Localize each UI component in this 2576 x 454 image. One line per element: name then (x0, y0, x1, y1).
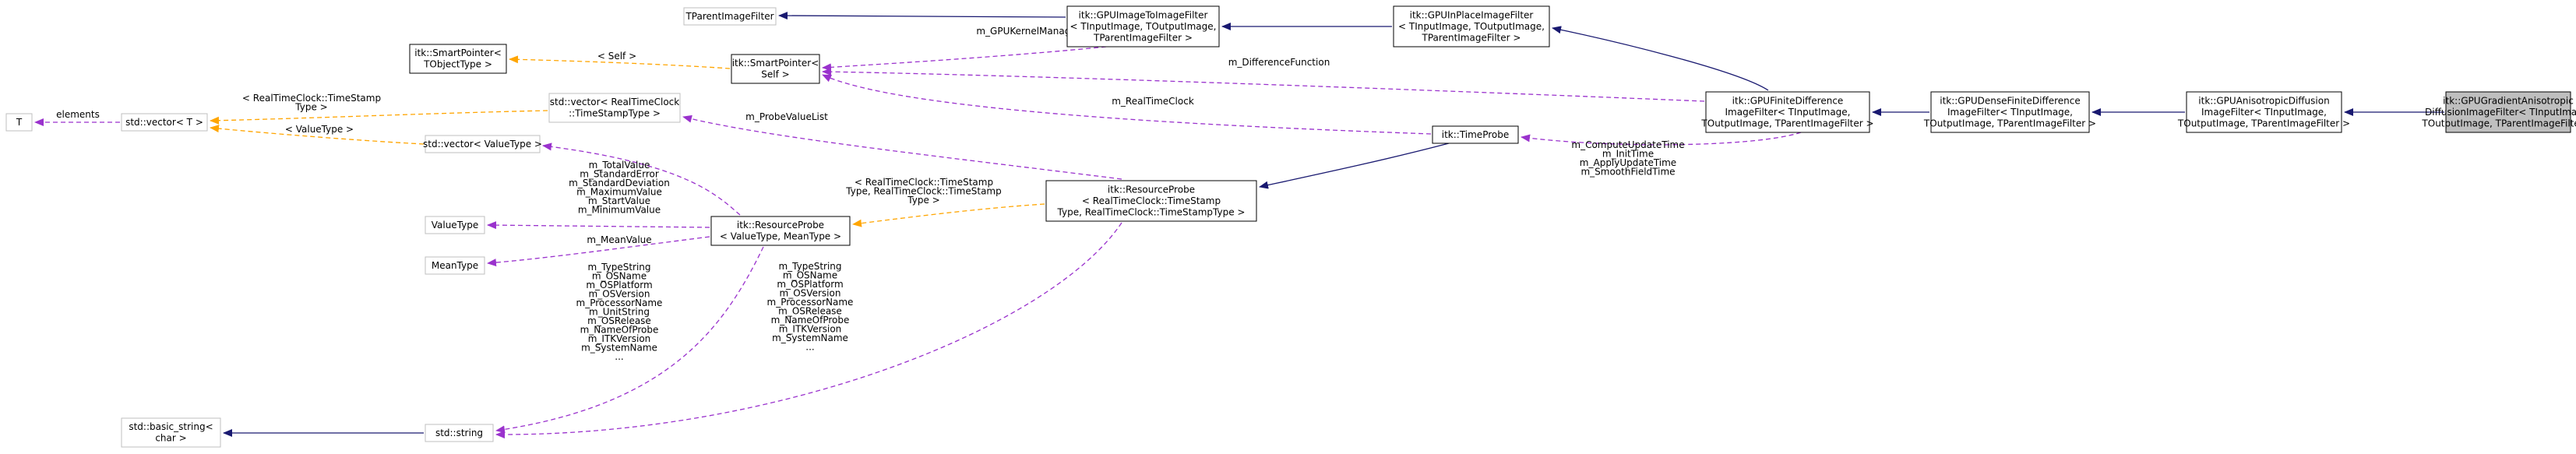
node-label-line: TParentImageFilter (685, 11, 774, 22)
node-smartptr-t[interactable]: itk::SmartPointer<TObjectType > (409, 44, 507, 74)
node-label-line: < RealTimeClock::TimeStamp (1082, 195, 1221, 206)
nodes-layer: itk::GPUGradientAnisotropicDiffusionImag… (5, 5, 2576, 448)
edge-probe-vm-to-valuetype (487, 221, 710, 230)
edge-probe-vm-to-meantype (487, 236, 710, 267)
node-timeprobe[interactable]: itk::TimeProbe (1432, 125, 1519, 144)
node-resource-probe-rtc[interactable]: itk::ResourceProbe< RealTimeClock::TimeS… (1045, 180, 1257, 222)
node-label-line: itk::GPUGradientAnisotropic (2443, 95, 2574, 106)
node-label-line: < ValueType, MeanType > (720, 231, 841, 242)
node-vector-valuetype: std::vector< ValueType > (423, 135, 542, 153)
node-label-line: std::vector< RealTimeClock (550, 97, 679, 107)
node-label-line: T (16, 117, 23, 128)
edge-imagetoimage-to-smartptr (822, 46, 1107, 72)
edge-timeprobe-to-smartptr (822, 74, 1432, 135)
node-label-line: TParentImageFilter > (1093, 32, 1193, 43)
node-label-line: itk::GPUInPlaceImageFilter (1410, 9, 1534, 20)
node-label-line: std::basic_string< (129, 421, 213, 432)
edges-layer (34, 12, 2444, 439)
node-label-line: itk::GPUImageToImageFilter (1079, 9, 1208, 20)
node-gpu-inplace[interactable]: itk::GPUInPlaceImageFilter< TInputImage,… (1393, 5, 1550, 48)
node-resource-probe-vm[interactable]: itk::ResourceProbe< ValueType, MeanType … (710, 216, 851, 246)
node-label-line: itk::SmartPointer< (732, 58, 819, 69)
node-label-line: char > (155, 433, 186, 444)
edge-vector-valuetype-to-vector-t (210, 125, 425, 145)
node-label-line: itk::GPUDenseFiniteDifference (1940, 95, 2081, 106)
node-label-line: itk::TimeProbe (1442, 129, 1509, 140)
node-label-line: MeanType (432, 260, 478, 271)
node-label-line: TObjectType > (423, 59, 492, 70)
node-gpu-image-to-image[interactable]: itk::GPUImageToImageFilter< TInputImage,… (1066, 5, 1220, 48)
edge-label-gpu-kernel-manager: m_GPUKernelManager (976, 26, 1080, 37)
edge-label-probe-value-list: m_ProbeValueList (745, 111, 828, 122)
node-label-line: std::string (435, 428, 483, 438)
node-std-string: std::string (425, 424, 494, 442)
edge-imagetoimage-to-tparent (778, 12, 1066, 20)
node-valuetype: ValueType (425, 216, 485, 234)
edge-probe-rtc-to-probe-vm (852, 203, 1045, 227)
node-label-line: < TInputImage, TOutputImage, (1398, 21, 1545, 32)
edge-finite-to-smartptr (822, 68, 1705, 102)
edge-finite-to-timeprobe (1521, 132, 1802, 146)
node-label-line: itk::ResourceProbe (737, 220, 824, 231)
edge-label-self: < Self > (597, 51, 636, 62)
edge-probe-vm-to-string (495, 246, 764, 434)
node-tparent: TParentImageFilter (683, 7, 777, 26)
edge-probe-rtc-to-string (495, 222, 1122, 439)
node-gpu-dense[interactable]: itk::GPUDenseFiniteDifferenceImageFilter… (1923, 91, 2096, 133)
node-label-line: TParentImageFilter > (1422, 32, 1521, 43)
edge-labels-layer: m_GPUKernelManager < Self > m_DifferenceFu… (56, 26, 1684, 362)
node-label-line: itk::GPUFiniteDifference (1732, 95, 1844, 106)
edge-label-real-time-clock: m_RealTimeClock (1112, 96, 1194, 107)
node-smartptr-self[interactable]: itk::SmartPointer<Self > (731, 54, 820, 84)
node-label-line: TOutputImage, TParentImageFilter > (2177, 118, 2350, 128)
edge-label-mean-value: m_MeanValue (587, 234, 651, 245)
node-label-line: itk::SmartPointer< (414, 48, 502, 58)
node-label-line: < TInputImage, TOutputImage, (1070, 21, 1217, 32)
node-t: T (5, 113, 33, 132)
node-label-line: std::vector< ValueType > (423, 139, 542, 150)
node-label-line: itk::ResourceProbe (1108, 184, 1195, 195)
node-label-line: ImageFilter< TInputImage, (1947, 107, 2073, 118)
node-gpu-gradient[interactable]: itk::GPUGradientAnisotropicDiffusionImag… (2421, 91, 2576, 133)
node-vector-rtc: std::vector< RealTimeClock::TimeStampTyp… (548, 93, 681, 123)
edge-label-elements: elements (56, 109, 100, 120)
node-meantype: MeanType (425, 256, 485, 275)
node-label-line: ImageFilter< TInputImage, (1725, 107, 1851, 118)
edge-label-difference-function: m_DifferenceFunction (1228, 57, 1330, 68)
node-vector-t: std::vector< T > (121, 113, 208, 132)
node-label-line: std::vector< T > (125, 117, 203, 128)
node-label-line: ValueType (432, 220, 479, 231)
node-label-line: Type, RealTimeClock::TimeStampType > (1057, 206, 1246, 217)
edge-timeprobe-to-resourceprobe-rtc (1259, 143, 1450, 189)
node-label-line: TOutputImage, TParentImageFilter > (1700, 118, 1873, 128)
node-label-line: TOutputImage, TParentImageFilter > (2421, 118, 2576, 128)
node-label-line: ImageFilter< TInputImage, (2201, 107, 2327, 118)
node-gpu-anisotropic[interactable]: itk::GPUAnisotropicDiffusionImageFilter<… (2177, 91, 2350, 133)
edge-label-valuetype-tpl: < ValueType > (285, 124, 354, 135)
node-label-line: TOutputImage, TParentImageFilter > (1923, 118, 2096, 128)
node-basic-string: std::basic_string<char > (121, 417, 221, 448)
edge-probe-rtc-to-vector-rtc (682, 114, 1122, 180)
edge-smartptr-self-to-t (509, 55, 731, 69)
node-label-line: Self > (761, 69, 789, 80)
node-label-line: itk::GPUAnisotropicDiffusion (2198, 95, 2329, 106)
edge-finite-to-inplace (1552, 26, 1769, 91)
edge-vector-rtc-to-vector-t (210, 110, 548, 125)
node-label-line: DiffusionImageFilter< TInputImage, (2425, 107, 2576, 118)
node-label-line: ::TimeStampType > (569, 108, 661, 119)
edge-probe-vm-to-vector-valuetype (542, 143, 741, 216)
